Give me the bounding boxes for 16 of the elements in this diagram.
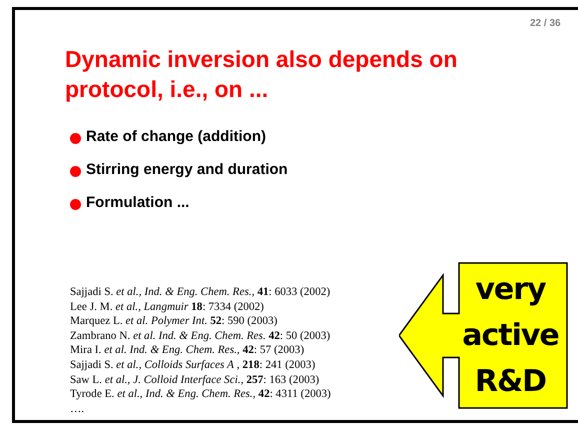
reference: …. — [70, 402, 84, 416]
page-number: 22 / 36 — [530, 18, 561, 29]
arrow-callout — [399, 262, 568, 409]
reference: Zambrano N. et al. Ind. & Eng. Chem. Res. 42: 50 (2003) — [70, 330, 330, 343]
callout-text: very active R&D — [461, 270, 560, 400]
bullet-text: Stirring energy and duration — [86, 161, 288, 178]
slide-title: Dynamic inversion also depends on protocol, i.e., on ... — [65, 45, 458, 104]
bullet-text: Formulation ... — [86, 194, 190, 211]
reference: Tyrode E. et al., Ind. & Eng. Chem. Res., 42: 4311 (2003) — [70, 388, 331, 402]
bullet-text: Rate of change (addition) — [86, 128, 266, 145]
reference: Marquez L. et al. Polymer Int. 52: 590 (2003) — [70, 315, 278, 328]
reference: Sajjadi S. et al., Colloids Surfaces A , 218: 241 (2003) — [70, 359, 316, 372]
reference: Mira I. et al. Ind. & Eng. Chem. Res., 42: 57 (2003) — [70, 344, 304, 358]
reference: Lee J. M. et al., Langmuir 18: 7334 (2002) — [70, 300, 264, 314]
reference: Saw L. et al., J. Colloid Interface Sci., 257: 163 (2003) — [70, 374, 320, 387]
reference: Sajjadi S. et al., Ind. & Eng. Chem. Res., 41: 6033 (2002) — [70, 286, 330, 299]
